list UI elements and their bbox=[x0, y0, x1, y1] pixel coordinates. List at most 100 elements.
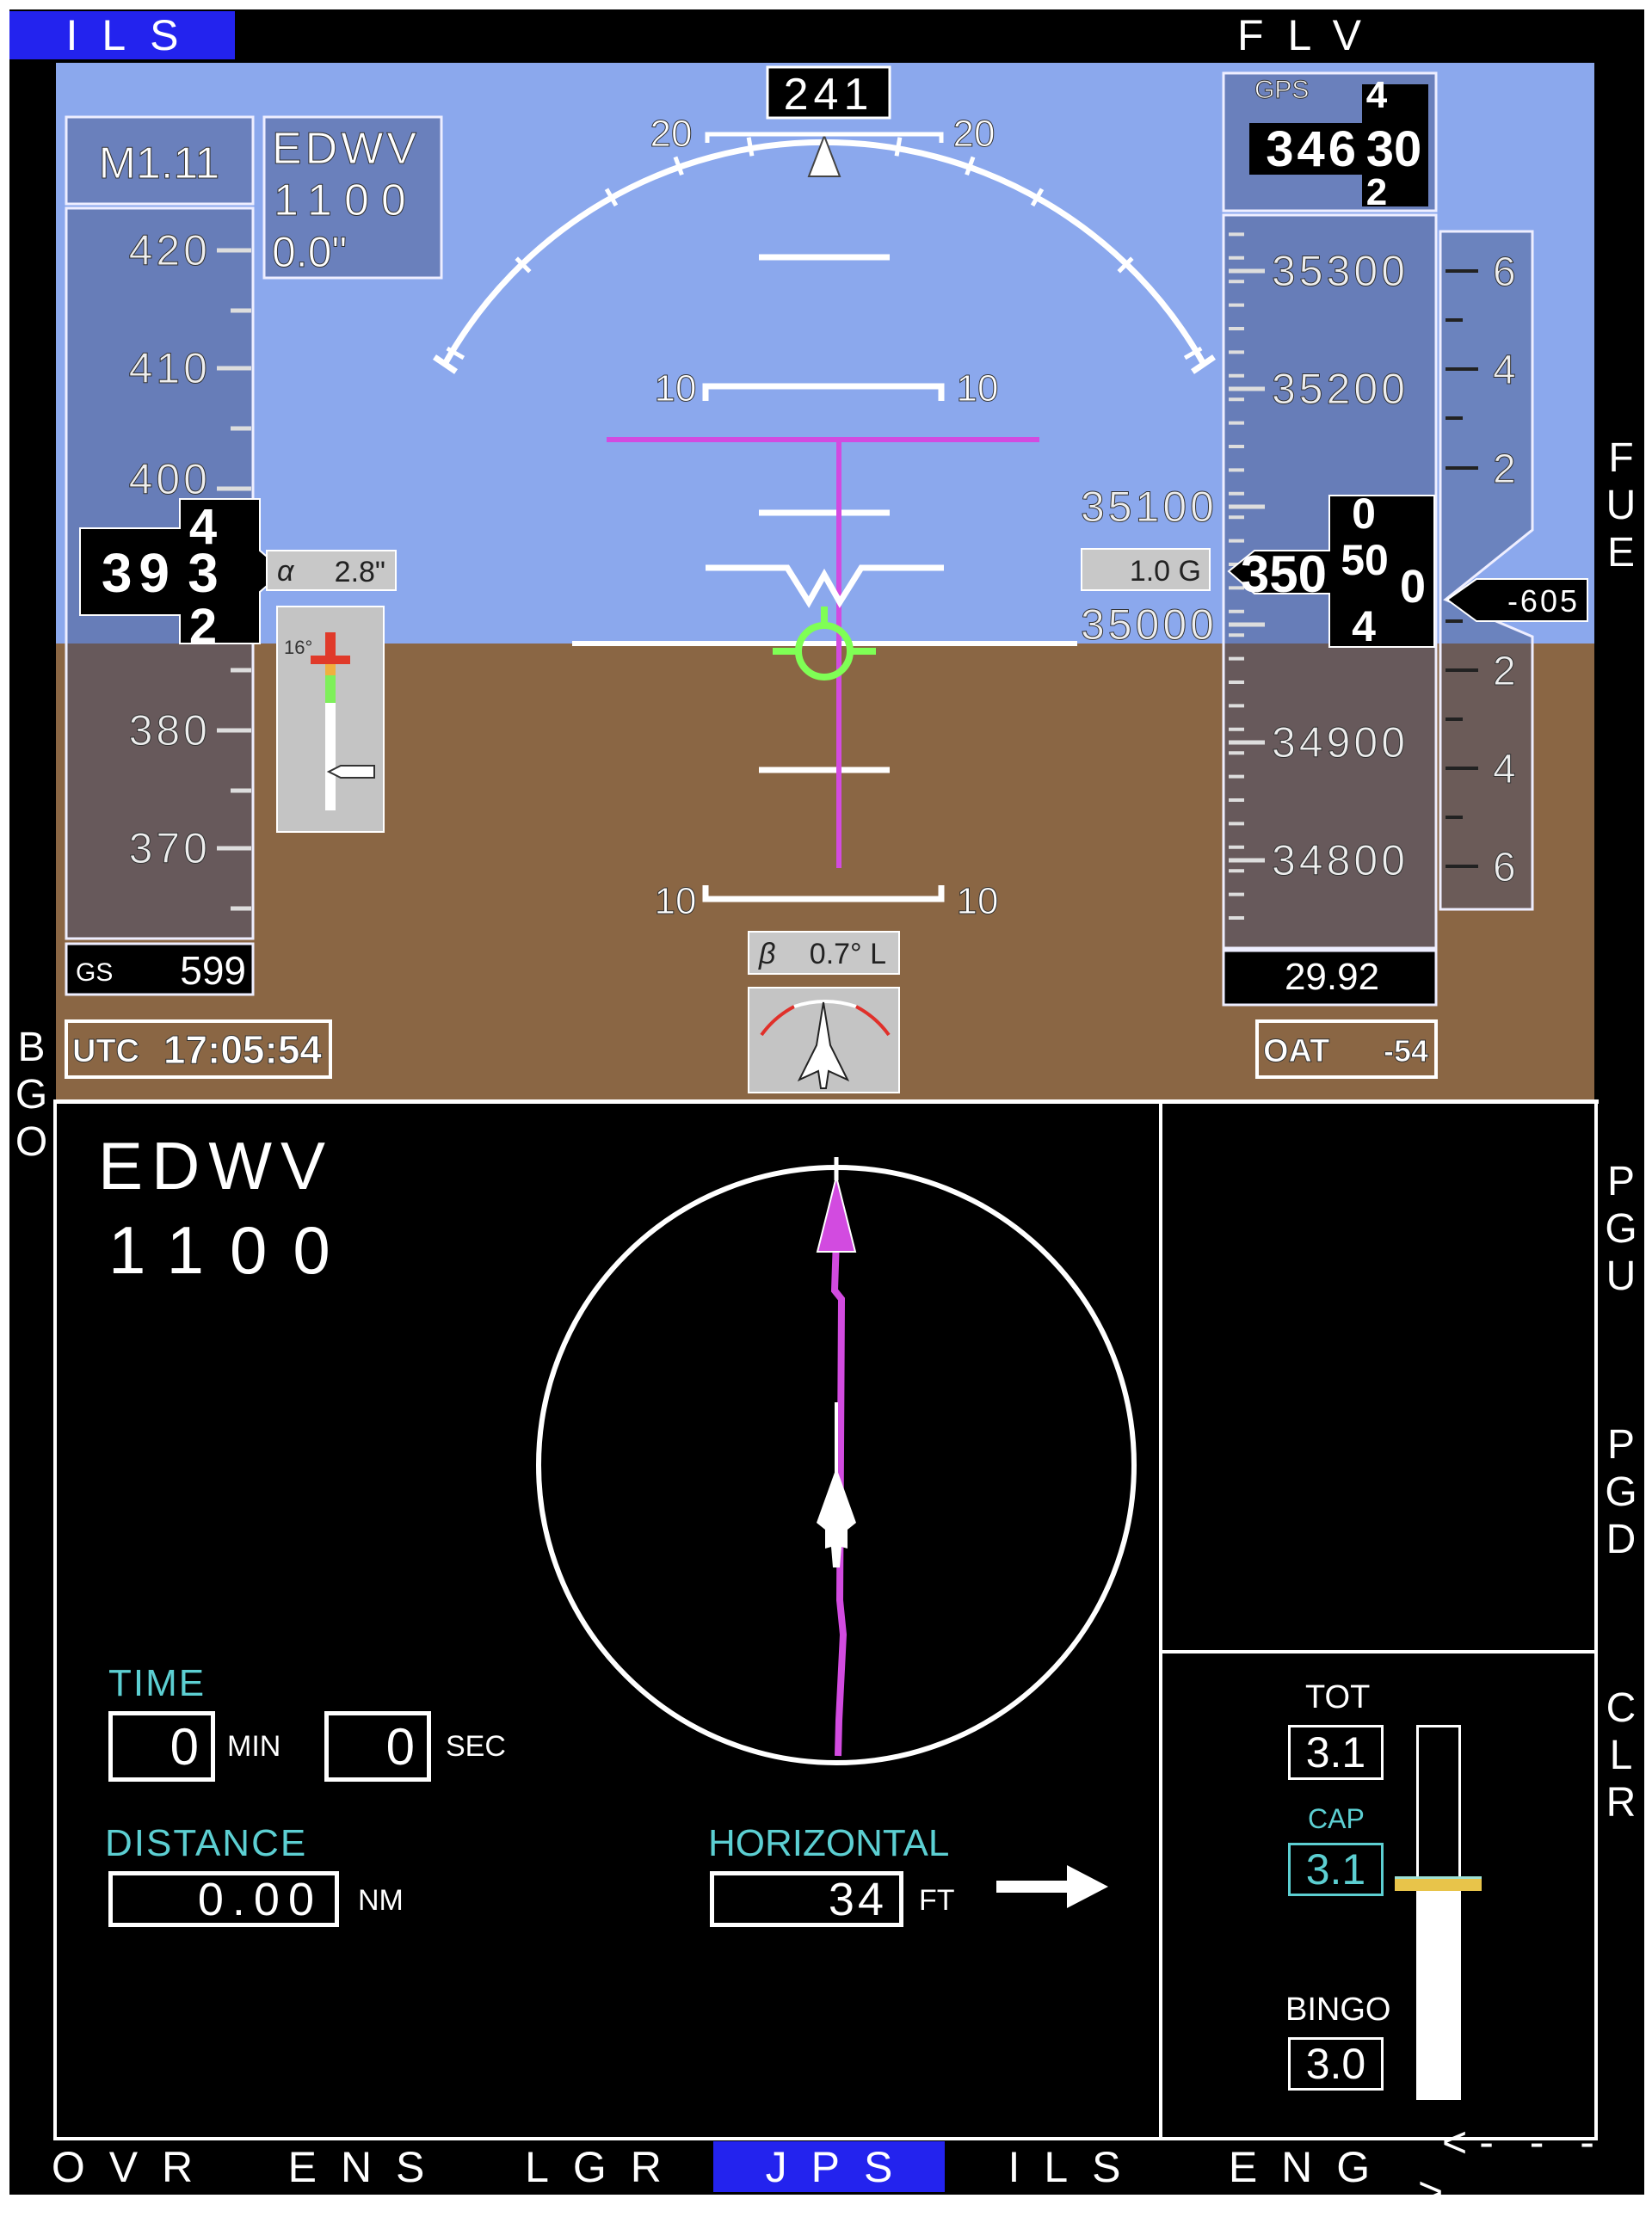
fuel-capacity-label: CAP bbox=[1308, 1803, 1365, 1834]
horizontal-field: 34 bbox=[710, 1871, 903, 1927]
left-side-button-5[interactable] bbox=[9, 1296, 53, 1683]
ground-speed-box bbox=[65, 942, 255, 996]
aircraft-reference-symbol bbox=[706, 564, 944, 608]
right-side-button-clr[interactable]: CLR bbox=[1598, 1626, 1644, 1886]
airspeed-drum-current: 3 bbox=[188, 542, 219, 604]
distance-label: DISTANCE bbox=[105, 1822, 308, 1864]
alpha-value: 2.8ʺ bbox=[335, 556, 385, 588]
oat-box bbox=[1255, 1019, 1438, 1079]
left-side-button-6[interactable] bbox=[9, 1690, 53, 2076]
gps-label: GPS bbox=[1254, 76, 1309, 104]
heading-value: 241 bbox=[784, 70, 874, 120]
right-side-button-7[interactable] bbox=[1598, 1893, 1644, 2138]
bank-tick bbox=[604, 188, 619, 207]
aoa-pointer bbox=[326, 765, 375, 779]
top-button-7[interactable] bbox=[1418, 11, 1644, 59]
right-side-button-pgu[interactable]: PGU bbox=[1598, 1099, 1644, 1359]
waypoint-altitude: 1100 bbox=[274, 176, 418, 225]
baro-setting-box[interactable] bbox=[1222, 949, 1438, 1007]
bank-tick bbox=[965, 156, 976, 176]
bottom-button-lgr[interactable]: LGR bbox=[477, 2141, 710, 2192]
left-side-button-3[interactable] bbox=[9, 512, 53, 896]
altitude-tick-label: 35100 bbox=[1081, 483, 1217, 531]
gps-drum-down: 2 bbox=[1366, 171, 1387, 213]
vsi-tick-label: 6 bbox=[1493, 249, 1516, 295]
g-load-box bbox=[1081, 548, 1211, 591]
right-side-button-pgd[interactable]: PGD bbox=[1598, 1366, 1644, 1619]
airspeed-drum-down: 2 bbox=[189, 599, 217, 655]
fuel-quantity-fill bbox=[1419, 1890, 1458, 2097]
utc-box bbox=[65, 1019, 332, 1079]
ground-speed-value: 599 bbox=[180, 948, 246, 993]
bottom-button-jps[interactable]: JPS bbox=[713, 2141, 945, 2192]
sideslip-symbol: β bbox=[758, 938, 775, 970]
altitude-drum-down: 4 bbox=[1352, 602, 1376, 650]
vsi-tick-label: 2 bbox=[1493, 446, 1516, 492]
nav-waypoint-altitude: 1100 bbox=[108, 1212, 356, 1288]
alpha-box bbox=[266, 550, 397, 591]
divider-vertical bbox=[1159, 1101, 1162, 2139]
top-button-ils[interactable]: ILS bbox=[9, 11, 235, 59]
bank-tick bbox=[515, 256, 532, 274]
bank-tick bbox=[746, 137, 755, 157]
fuel-quantity-bar bbox=[1416, 1725, 1461, 2100]
alpha-symbol: α bbox=[277, 555, 295, 588]
altitude-tick-label: 34800 bbox=[1272, 836, 1409, 884]
distance-unit: NM bbox=[358, 1884, 404, 1917]
airspeed-drum-up: 4 bbox=[189, 499, 217, 555]
bank-pointer bbox=[807, 133, 841, 177]
fuel-bingo-marker bbox=[1395, 1876, 1482, 1892]
left-side-button-bgo[interactable]: BGO bbox=[9, 902, 54, 1289]
bottom-button-ens[interactable]: ENS bbox=[239, 2141, 473, 2192]
pitch-label-20-right: 20 bbox=[953, 113, 996, 155]
top-button-4[interactable] bbox=[713, 11, 945, 59]
altitude-drum-up: 0 bbox=[1352, 490, 1376, 538]
left-side-button-7[interactable] bbox=[9, 2083, 53, 2138]
waypoint-name: EDWV bbox=[272, 124, 420, 174]
sideslip-box bbox=[748, 931, 900, 975]
bottom-button-ils[interactable]: ILS bbox=[948, 2141, 1180, 2192]
top-button-flv[interactable]: FLV bbox=[1184, 11, 1415, 59]
steering-arrow-icon bbox=[816, 1176, 857, 1253]
right-side-button-fue[interactable]: FUE bbox=[1598, 312, 1644, 699]
time-seconds-unit: SEC bbox=[446, 1730, 506, 1763]
bank-tick bbox=[1117, 256, 1134, 274]
utc-time: 17:05:54 bbox=[163, 1027, 323, 1072]
left-side-button-1[interactable] bbox=[9, 63, 53, 110]
vertical-speed-pointer bbox=[1446, 578, 1588, 622]
divider-horizontal bbox=[1161, 1650, 1596, 1654]
bottom-button-eng[interactable]: ENG bbox=[1184, 2141, 1415, 2192]
oat-label: OAT bbox=[1263, 1033, 1329, 1069]
altitude-tick-label: 35300 bbox=[1272, 247, 1409, 295]
time-minutes-field: 0 bbox=[108, 1711, 215, 1782]
bank-ticks bbox=[446, 137, 1203, 360]
pitch-label-minus10-right: 10 bbox=[957, 880, 999, 922]
bottom-button-page-cycle[interactable]: <- - - > bbox=[1418, 2118, 1644, 2216]
bank-tick bbox=[673, 156, 684, 176]
altitude-readout bbox=[1227, 495, 1435, 648]
altitude-drum-current: 50 bbox=[1341, 536, 1389, 584]
bingo-field[interactable]: 3.0 bbox=[1288, 2037, 1384, 2091]
waypoint-value: 0.0ʺ bbox=[272, 228, 347, 276]
top-button-3[interactable] bbox=[477, 11, 710, 59]
top-button-5[interactable] bbox=[948, 11, 1180, 59]
right-side-button-3[interactable] bbox=[1598, 706, 1644, 1093]
left-side-button-2[interactable] bbox=[9, 116, 53, 505]
fuel-total-label: TOT bbox=[1305, 1679, 1371, 1715]
steering-display bbox=[536, 1157, 1137, 1765]
ownship-aircraft-icon bbox=[817, 1468, 856, 1567]
right-side-button-1[interactable] bbox=[1598, 63, 1644, 305]
steering-course-line bbox=[830, 1238, 848, 1757]
airspeed-tick-label: 420 bbox=[129, 226, 211, 274]
bottom-button-ovr[interactable]: OVR bbox=[9, 2141, 235, 2192]
gps-altitude-readout bbox=[1249, 84, 1428, 206]
ground-speed-label: GS bbox=[76, 958, 113, 987]
gps-drum-up: 4 bbox=[1366, 74, 1388, 116]
lower-bottom-border bbox=[53, 2137, 1598, 2140]
top-button-2[interactable] bbox=[239, 11, 473, 59]
time-label: TIME bbox=[108, 1662, 206, 1704]
bank-tick bbox=[894, 137, 903, 157]
pitch-label-10-left: 10 bbox=[655, 367, 697, 410]
nav-waypoint-name: EDWV bbox=[98, 1128, 334, 1204]
sideslip-value: 0.7° L bbox=[810, 938, 886, 970]
